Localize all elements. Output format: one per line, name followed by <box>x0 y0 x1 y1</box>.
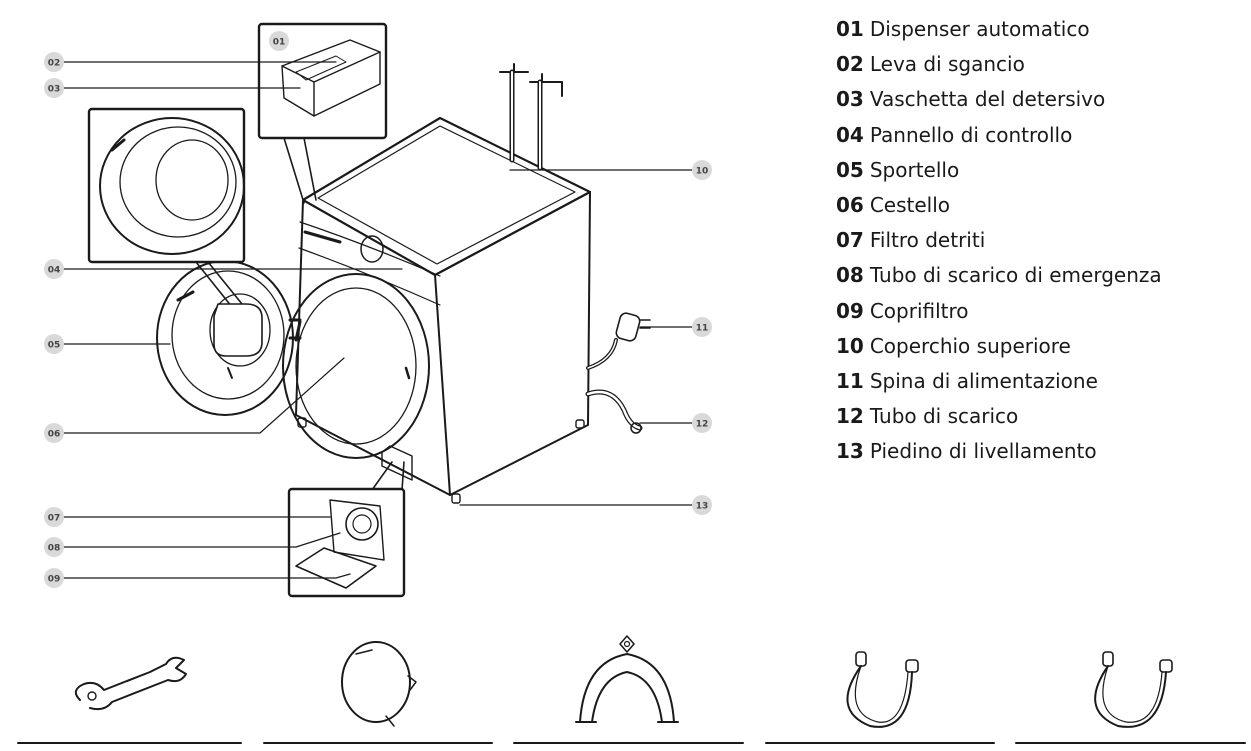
svg-text:09: 09 <box>48 575 61 585</box>
wrench-icon <box>74 656 187 711</box>
legend-label: Coperchio superiore <box>869 333 1071 358</box>
cap-icon <box>341 641 417 727</box>
callout-07: 07 <box>44 507 64 527</box>
callout-09: 09 <box>44 568 64 588</box>
svg-text:06: 06 <box>48 430 61 440</box>
svg-text:08: 08 <box>48 544 61 554</box>
water-hose-icon-2 <box>1094 651 1173 728</box>
svg-text:02: 02 <box>48 59 61 69</box>
callout-03: 03 <box>44 78 64 98</box>
accessories-row <box>17 635 1246 744</box>
taps-and-hoses <box>499 63 563 171</box>
legend-number: 06 <box>836 192 864 217</box>
svg-text:03: 03 <box>48 85 61 95</box>
callout-05: 05 <box>44 334 64 354</box>
leader-lines <box>61 61 693 579</box>
legend-number: 13 <box>836 439 864 464</box>
callout-01: 01 <box>269 31 289 51</box>
svg-text:07: 07 <box>48 514 61 524</box>
legend-label: Dispenser automatico <box>869 17 1090 41</box>
legend-number: 03 <box>836 87 864 112</box>
svg-text:01: 01 <box>273 38 286 48</box>
callout-06: 06 <box>44 423 64 443</box>
hose-guide-icon <box>575 635 679 723</box>
drum-opening <box>282 273 430 459</box>
legend-label: Tubo di scarico <box>869 404 1019 429</box>
legend-label: Piedino di livellamento <box>869 439 1097 464</box>
legend-number: 09 <box>836 298 864 323</box>
legend-label: Spina di alimentazione <box>869 368 1098 393</box>
svg-text:04: 04 <box>48 266 61 276</box>
inset-door-detail <box>87 107 263 357</box>
callout-10: 10 <box>692 160 712 180</box>
callout-markers: 01 02 03 04 05 06 07 08 09 10 11 12 13 <box>44 31 712 588</box>
power-plug <box>586 312 651 370</box>
svg-text:12: 12 <box>696 420 709 430</box>
water-hose-icon-1 <box>846 651 919 728</box>
legend-number: 07 <box>836 228 864 253</box>
legend-label: Leva di sgancio <box>869 52 1025 77</box>
svg-text:10: 10 <box>696 167 709 177</box>
svg-text:05: 05 <box>48 341 61 351</box>
svg-text:11: 11 <box>696 324 709 334</box>
callout-08: 08 <box>44 537 64 557</box>
drain-hose <box>585 389 643 434</box>
callout-04: 04 <box>44 259 64 279</box>
legend-number: 01 <box>836 17 864 41</box>
legend-label: Filtro detriti <box>869 228 986 253</box>
legend-number: 04 <box>836 122 864 147</box>
legend-label: Sportello <box>869 157 960 182</box>
legend-label: Vaschetta del detersivo <box>869 87 1106 112</box>
washing-machine-body <box>295 116 592 504</box>
inset-filter <box>287 461 406 598</box>
legend-label: Tubo di scarico di emergenza <box>869 263 1162 288</box>
inset-dispenser <box>257 22 388 204</box>
svg-text:13: 13 <box>696 502 709 512</box>
callout-13: 13 <box>692 495 712 515</box>
legend-label: Pannello di controllo <box>869 122 1073 147</box>
legend-number: 12 <box>836 404 864 429</box>
legend-number: 08 <box>836 263 864 288</box>
callout-02: 02 <box>44 52 64 72</box>
legend-number: 02 <box>836 52 864 77</box>
legend-number: 10 <box>836 333 864 358</box>
legend-number: 11 <box>836 368 864 393</box>
callout-11: 11 <box>692 317 712 337</box>
legend-number: 05 <box>836 157 864 182</box>
callout-12: 12 <box>692 413 712 433</box>
legend-label: Coprifiltro <box>869 298 969 323</box>
legend-label: Cestello <box>869 192 951 217</box>
